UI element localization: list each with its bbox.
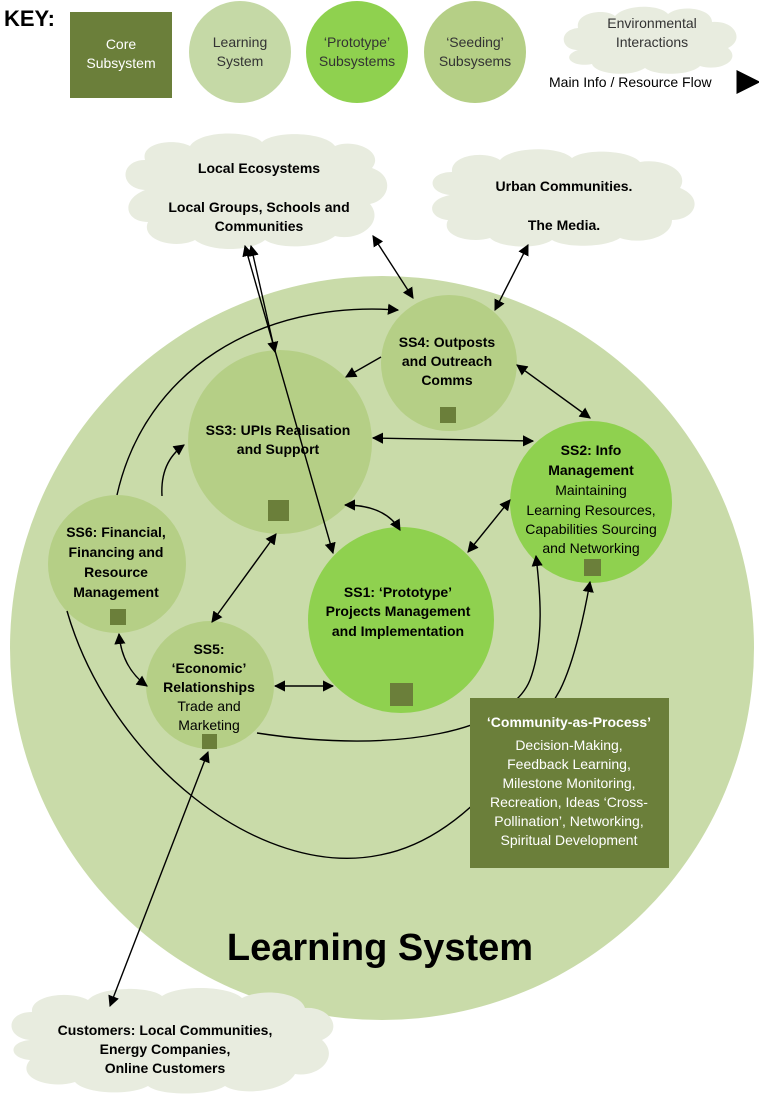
arrow-ss6-ss5: [114, 632, 148, 687]
ss1-circle: [308, 527, 494, 713]
key-prototype-swatch: [306, 1, 408, 103]
key-prototype-label-1: ‘Prototype’: [324, 34, 390, 50]
ss6-core-square: [110, 609, 126, 625]
ss3-label-1: SS3: UPIs Realisation: [206, 422, 351, 438]
cloud-customers-label-2: Energy Companies,: [100, 1041, 231, 1057]
ss2-body-3: Capabilities Sourcing: [525, 521, 657, 537]
ss2-body-4: and Networking: [542, 540, 639, 556]
ss1-label-2: Projects Management: [326, 603, 471, 619]
arrow-urban-ss4: [494, 244, 529, 311]
ss2-body-1: Maintaining: [555, 482, 627, 498]
key-title: KEY:: [4, 6, 55, 31]
key-learning-label-2: System: [217, 53, 264, 69]
key-learning-swatch: [189, 1, 291, 103]
ss2-circle: [510, 421, 672, 583]
community-process-box: [470, 698, 669, 868]
cloud-urban-label: Urban Communities.: [496, 178, 633, 194]
arrow-ss6-ss3: [161, 444, 185, 497]
community-line-6: Spiritual Development: [501, 832, 638, 848]
community-line-3: Milestone Monitoring,: [502, 775, 635, 791]
ss4-label-2: and Outreach: [402, 353, 492, 369]
key-learning-label-1: Learning: [213, 34, 268, 50]
ss5-circle: [146, 621, 274, 749]
key-environmental-cloud: [563, 6, 737, 74]
arrow-ss4-ss3: [345, 356, 382, 378]
learning-system-label: Learning System: [227, 927, 533, 969]
cloud-customers: [11, 987, 334, 1094]
arrow-ss6-ss4: [116, 303, 400, 496]
key-flow-label: Main Info / Resource Flow: [549, 74, 713, 90]
ss6-label-1: SS6: Financial,: [66, 524, 166, 540]
arrow-ss4-ss2: [516, 364, 591, 419]
key-legend: Core Subsystem Learning System ‘Prototyp…: [70, 1, 759, 103]
community-line-2: Feedback Learning,: [507, 756, 631, 772]
key-seeding-label-1: ‘Seeding’: [446, 34, 504, 50]
ss6-circle: [48, 495, 186, 633]
ss1-label-3: and Implementation: [332, 623, 464, 639]
arrow-ss5-ss2: [256, 554, 543, 742]
community-line-1: Decision-Making,: [515, 737, 622, 753]
cloud-local-groups: [125, 133, 388, 249]
key-prototype-label-2: Subsystems: [319, 53, 395, 69]
key-seeding-swatch: [424, 1, 526, 103]
ss5-title-1: SS5:: [193, 641, 224, 657]
cloud-local-ecosystems-label: Local Ecosystems: [198, 160, 320, 176]
ss5-title-2: ‘Economic’: [172, 660, 247, 676]
cloud-customers-label-1: Customers: Local Communities,: [58, 1022, 273, 1038]
cloud-customers-label-3: Online Customers: [105, 1060, 226, 1076]
arrow-ss3-ss2: [371, 432, 535, 447]
ss5-title-3: Relationships: [163, 679, 255, 695]
key-core-label-2: Subsystem: [86, 55, 155, 71]
key-environmental-label-1: Environmental: [607, 15, 697, 31]
community-line-5: Pollination’, Networking,: [494, 813, 643, 829]
ss5-body-1: Trade and: [177, 698, 240, 714]
arrow-cloud-ss4: [372, 235, 414, 299]
ss2-body-2: Learning Resources,: [526, 502, 655, 518]
community-line-4: Recreation, Ideas ‘Cross-: [490, 794, 648, 810]
flow-arrows: [66, 235, 594, 1008]
ss2-title-2: Management: [548, 462, 634, 478]
cloud-local-groups-label-1: Local Groups, Schools and: [168, 199, 349, 215]
key-core-swatch: [70, 12, 172, 98]
community-title: ‘Community-as-Process’: [487, 714, 651, 730]
arrow-ss2-ss1: [467, 499, 511, 553]
arrow-ss3-ss1: [343, 499, 401, 531]
ss4-label-1: SS4: Outposts: [399, 334, 496, 350]
ss1-label-1: SS1: ‘Prototype’: [344, 584, 452, 600]
ss4-core-square: [440, 407, 456, 423]
arrow-ss3-ss5: [211, 533, 277, 623]
ss6-label-2: Financing and: [69, 544, 164, 560]
ss3-label-2: and Support: [237, 441, 320, 457]
key-core-label-1: Core: [106, 36, 137, 52]
ss5-body-2: Marketing: [178, 717, 239, 733]
cloud-media-label: The Media.: [528, 217, 600, 233]
cloud-local-groups-label-2: Communities: [215, 218, 304, 234]
ss3-core-square: [268, 500, 289, 521]
ss6-label-4: Management: [73, 584, 159, 600]
ss2-core-square: [584, 559, 601, 576]
arrow-cloud-ss3: [247, 244, 279, 354]
subsystem-labels: SS3: UPIs Realisation and Support SS4: O…: [66, 334, 657, 733]
cloud-urban-media: [432, 149, 695, 247]
key-environmental-label-2: Interactions: [616, 34, 688, 50]
ss4-circle: [381, 295, 517, 431]
ss1-core-square: [390, 683, 413, 706]
ss6-label-3: Resource: [84, 564, 148, 580]
arrow-customers-ss5: [108, 750, 210, 1008]
ss5-core-square: [202, 734, 217, 749]
ss2-title-1: SS2: Info: [561, 442, 622, 458]
ss4-label-3: Comms: [421, 372, 473, 388]
key-seeding-label-2: Subsysems: [439, 53, 511, 69]
